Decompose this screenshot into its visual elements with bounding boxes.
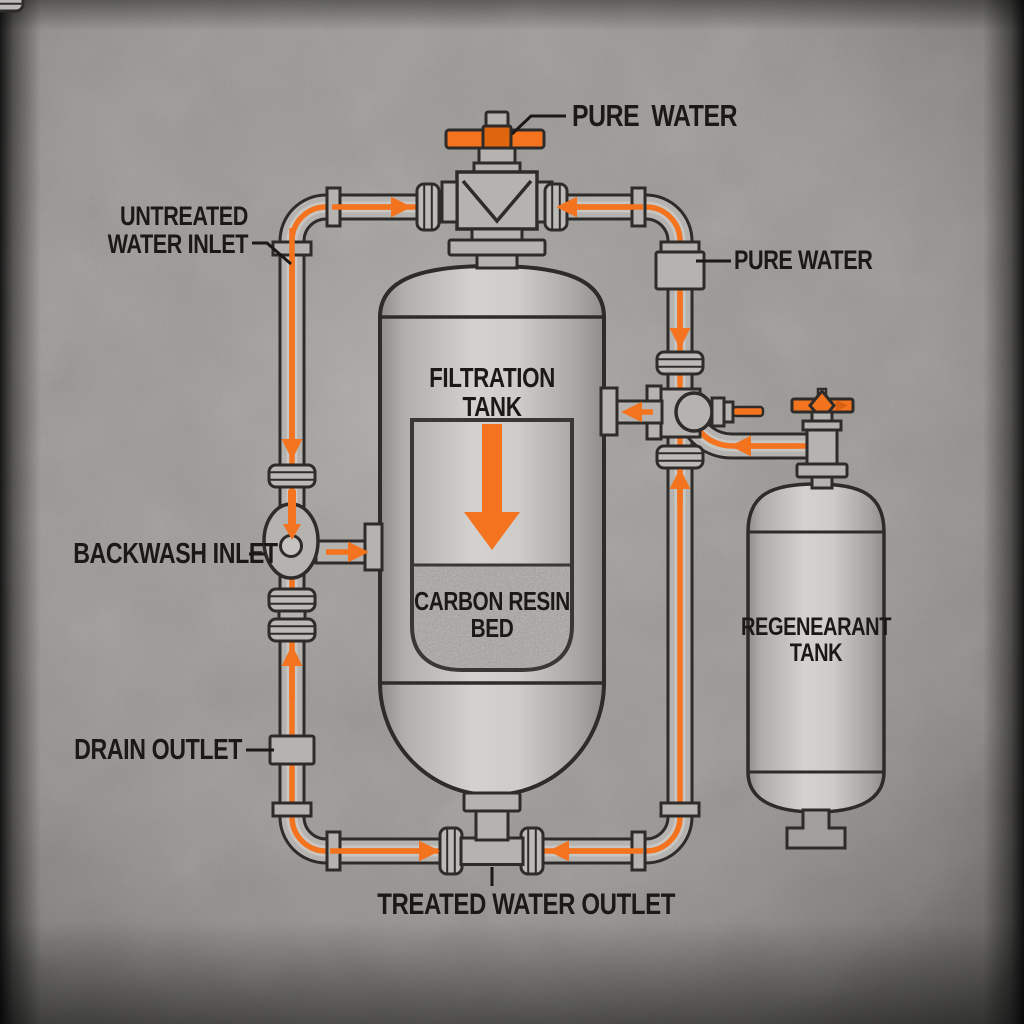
tee-stub xyxy=(474,808,510,842)
regenerant-valve-body xyxy=(805,428,839,468)
label-regen-line2: TANK xyxy=(789,639,843,667)
inner-chamber-outline xyxy=(410,418,574,672)
backwash-plunger xyxy=(288,490,296,526)
pipe-union xyxy=(655,350,705,376)
tee-body xyxy=(459,836,525,866)
leader-pure-water-top xyxy=(510,114,566,136)
pipe-union xyxy=(267,587,317,613)
tank-top-flange xyxy=(447,238,547,257)
label-backwash-inlet: BACKWASH INLET xyxy=(73,538,278,570)
label-carbon-resin-bed: CARBON RESIN BED xyxy=(412,586,572,644)
pipe-union-template xyxy=(0,0,25,13)
backwash-port-plate xyxy=(363,522,384,572)
label-filtration-tank: FILTRATION TANK xyxy=(412,363,572,421)
tank-inlet-port-plate xyxy=(599,386,619,437)
backwash-plunger-tip xyxy=(283,524,301,540)
downflow-arrow-shaft xyxy=(482,424,502,514)
regenerant-valve-neck xyxy=(810,475,834,490)
regenerant-handle-arrow xyxy=(836,400,848,411)
pure-water-coupling xyxy=(654,250,706,291)
regenerant-tank-foot xyxy=(785,808,847,850)
label-filtration-line1: FILTRATION xyxy=(429,362,555,393)
label-carbon-line1: CARBON RESIN xyxy=(414,586,570,616)
injector-valve-body xyxy=(674,391,714,433)
valve-funnel xyxy=(461,179,533,224)
tank-bottom-flange xyxy=(462,791,522,813)
pipe-union xyxy=(415,182,441,232)
label-untreated-line2: WATER INLET xyxy=(107,229,249,260)
label-untreated-line1: UNTREATED xyxy=(119,201,248,231)
flow-arrows xyxy=(281,196,798,862)
drain-outlet-coupling xyxy=(268,734,316,766)
injector-nozzle-tip xyxy=(722,400,735,424)
label-pure-water-top: PURE WATER xyxy=(572,98,738,133)
top-diverter-valve xyxy=(440,110,554,270)
tank-top-neck xyxy=(475,253,519,270)
valve-stem xyxy=(477,146,517,165)
pipe-union xyxy=(655,444,705,470)
tank-inlet-stub xyxy=(613,399,664,425)
label-regen-line1: REGENEARANT xyxy=(740,613,892,641)
downflow-arrow-head xyxy=(464,512,520,550)
backwash-valve-port xyxy=(279,534,303,558)
injector-junction xyxy=(599,384,765,441)
label-carbon-line2: BED xyxy=(470,613,514,644)
pipe-union xyxy=(267,463,317,489)
label-drain-outlet: DRAIN OUTLET xyxy=(74,734,242,766)
carbon-bed-speckle xyxy=(412,565,572,670)
leader-untreated-inlet xyxy=(252,241,292,266)
pipe-union xyxy=(267,617,317,643)
regenerant-valve-flange xyxy=(795,462,849,479)
filtration-tank xyxy=(378,263,606,798)
label-untreated-water-inlet: UNTREATED WATER INLET xyxy=(74,201,249,260)
label-filtration-line2: TANK xyxy=(462,391,522,423)
label-regenerant-tank: REGENEARANT TANK xyxy=(736,614,896,666)
valve-wing-left xyxy=(440,180,459,224)
elbow-cuff xyxy=(659,801,701,818)
pipe-union xyxy=(543,182,569,232)
treated-water-tee xyxy=(459,791,525,866)
label-treated-water-outlet: TREATED WATER OUTLET xyxy=(377,888,675,921)
regenerant-valve xyxy=(790,387,855,490)
elbow-cuff xyxy=(271,801,313,818)
label-pure-water-right: PURE WATER xyxy=(734,245,873,275)
regenerant-tank xyxy=(746,482,886,850)
injector-stem xyxy=(731,405,765,418)
pipe-union xyxy=(438,826,464,876)
injector-nozzle xyxy=(710,396,726,428)
leader-lines xyxy=(246,114,731,886)
